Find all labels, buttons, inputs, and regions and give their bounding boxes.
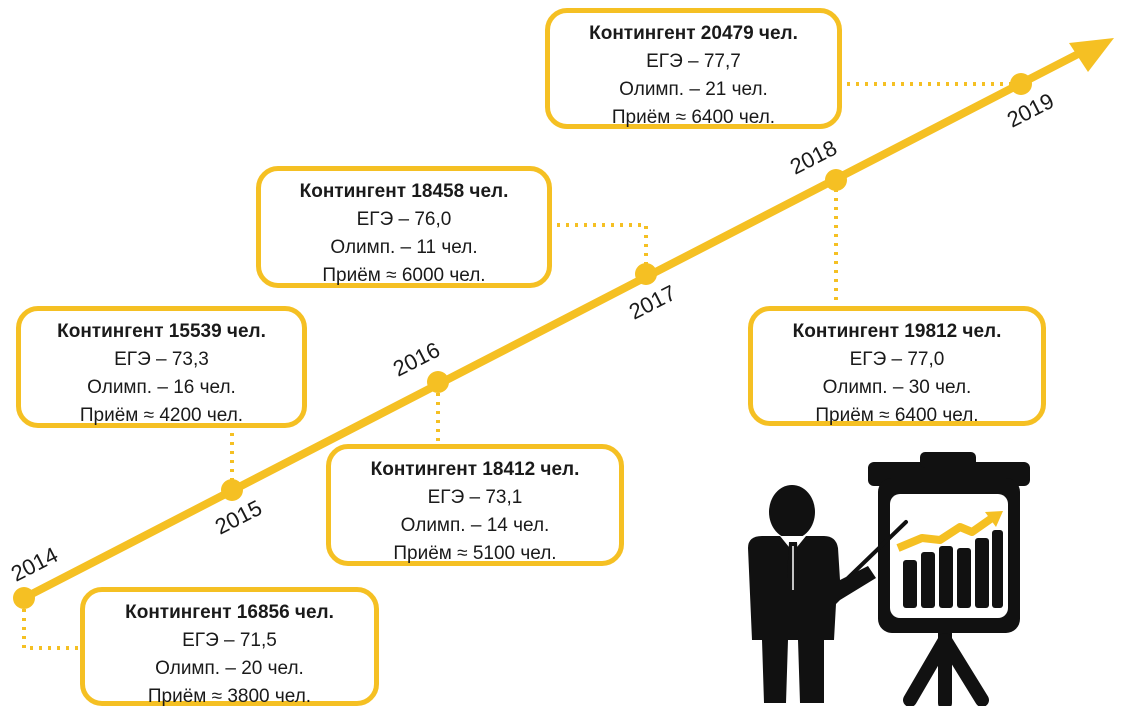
- ege-text: ЕГЭ – 77,0: [849, 349, 945, 370]
- ege-text: ЕГЭ – 73,1: [427, 487, 523, 508]
- headcount-text: Контингент 18412 чел.: [370, 459, 580, 480]
- ege-text: ЕГЭ – 73,3: [114, 349, 209, 370]
- intake-text: Приём ≈ 4200 чел.: [79, 405, 244, 426]
- olympiad-text: Олимп. – 20 чел.: [155, 658, 304, 679]
- year-dot-2015: [221, 479, 243, 501]
- year-dot-2018: [825, 169, 847, 191]
- info-box-2019: Контингент 20479 чел. ЕГЭ – 77,7 Олимп. …: [545, 8, 842, 129]
- year-label-2019: 2019: [1003, 88, 1058, 132]
- info-box-2017: Контингент 18458 чел. ЕГЭ – 76,0 Олимп. …: [256, 166, 552, 288]
- olympiad-text: Олимп. – 16 чел.: [87, 377, 236, 398]
- headcount-text: Контингент 20479 чел.: [589, 23, 798, 44]
- olympiad-text: Олимп. – 14 чел.: [400, 515, 550, 536]
- connector-2014: [22, 600, 78, 650]
- info-box-2015: Контингент 15539 чел. ЕГЭ – 73,3 Олимп. …: [16, 306, 307, 428]
- year-dot-2014: [13, 587, 35, 609]
- olympiad-text: Олимп. – 11 чел.: [330, 237, 478, 258]
- intake-text: Приём ≈ 3800 чел.: [147, 686, 312, 707]
- intake-text: Приём ≈ 5100 чел.: [393, 543, 557, 564]
- year-dot-2019: [1010, 73, 1032, 95]
- timeline-axis: [20, 48, 1086, 602]
- intake-text: Приём ≈ 6400 чел.: [611, 107, 776, 128]
- headcount-text: Контингент 19812 чел.: [792, 321, 1002, 342]
- headcount-text: Контингент 15539 чел.: [57, 321, 266, 342]
- presenter-with-growth-chart-icon: [748, 452, 1030, 706]
- year-dot-2016: [427, 371, 449, 393]
- olympiad-text: Олимп. – 21 чел.: [619, 79, 768, 100]
- olympiad-text: Олимп. – 30 чел.: [822, 377, 972, 398]
- connector-2017: [555, 223, 648, 274]
- timeline-arrowhead: [1069, 38, 1114, 72]
- intake-text: Приём ≈ 6000 чел.: [322, 265, 486, 286]
- headcount-text: Контингент 16856 чел.: [125, 602, 334, 623]
- year-dot-2017: [635, 263, 657, 285]
- headcount-text: Контингент 18458 чел.: [299, 181, 509, 202]
- intake-text: Приём ≈ 6400 чел.: [815, 405, 979, 426]
- ege-text: ЕГЭ – 76,0: [356, 209, 452, 230]
- info-box-2016: Контингент 18412 чел. ЕГЭ – 73,1 Олимп. …: [326, 444, 624, 566]
- ege-text: ЕГЭ – 77,7: [646, 51, 741, 72]
- ege-text: ЕГЭ – 71,5: [182, 630, 277, 651]
- info-box-2018: Контингент 19812 чел. ЕГЭ – 77,0 Олимп. …: [748, 306, 1046, 426]
- info-box-2014: Контингент 16856 чел. ЕГЭ – 71,5 Олимп. …: [80, 587, 379, 707]
